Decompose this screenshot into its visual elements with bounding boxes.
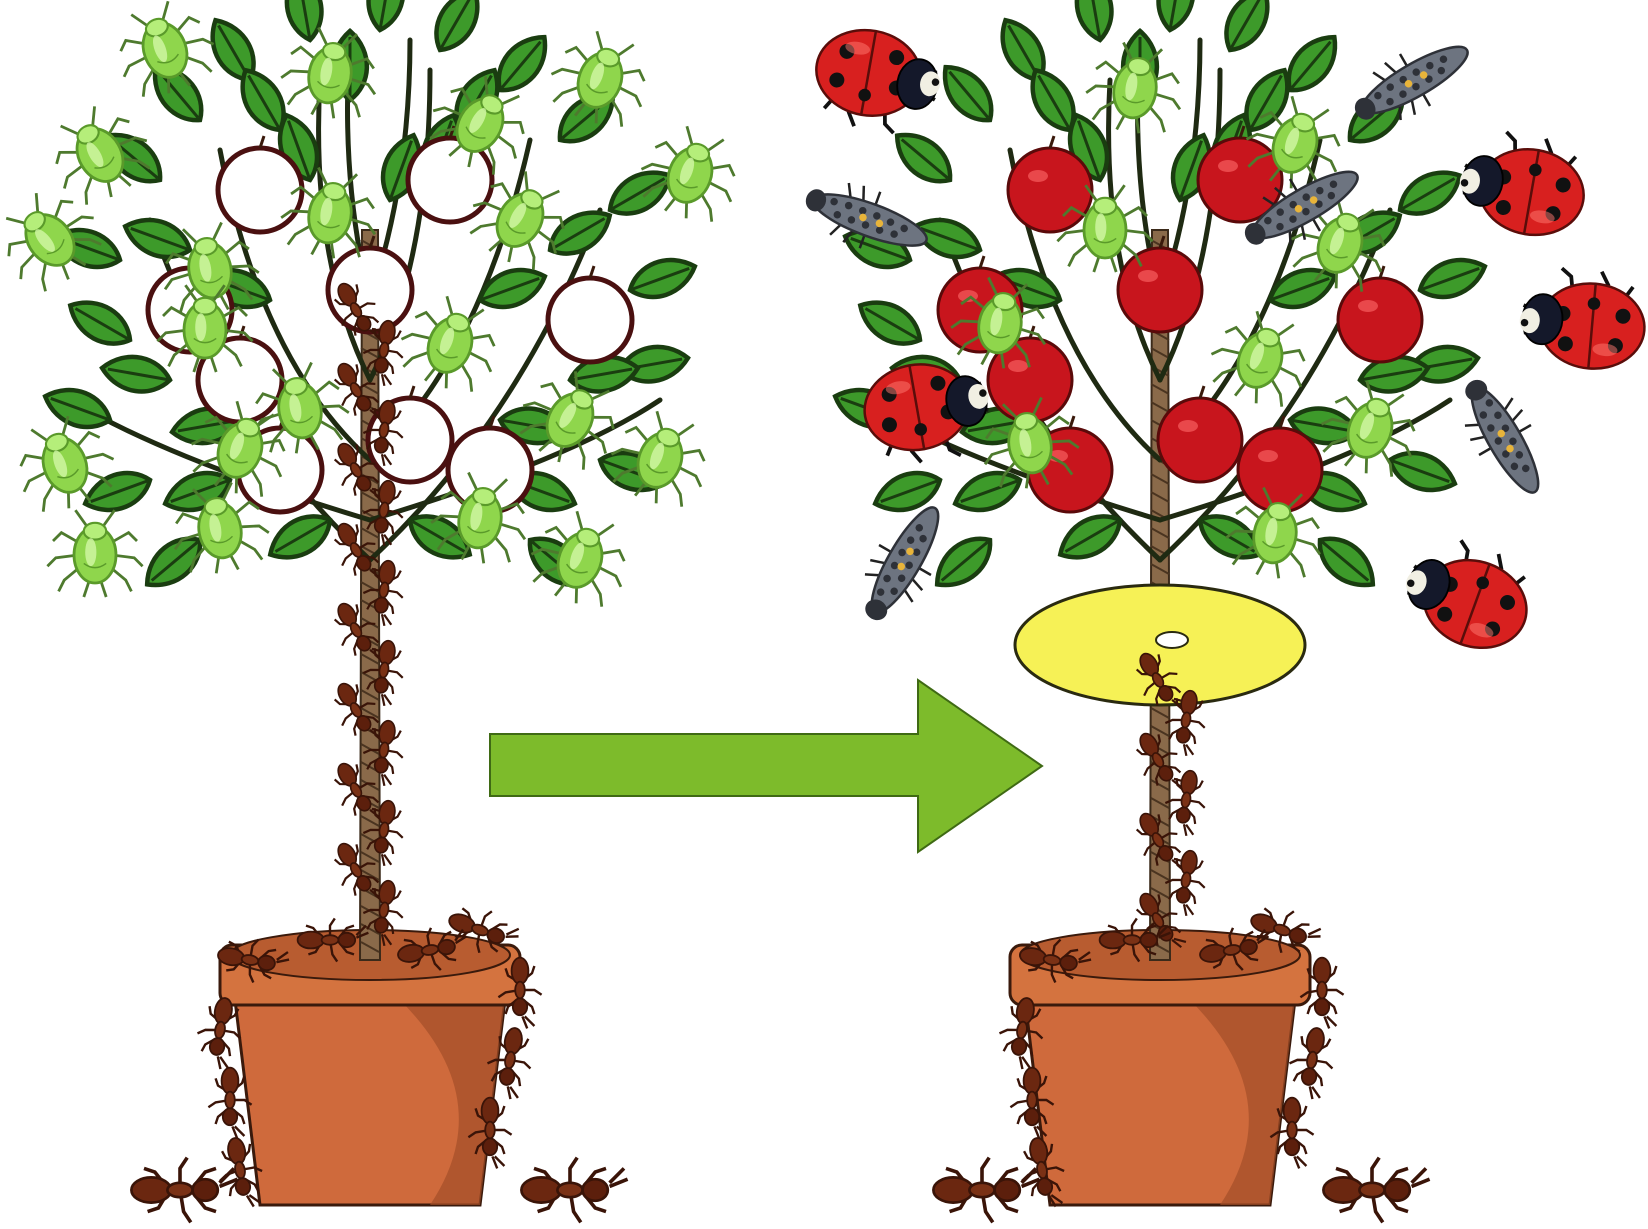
before-panel <box>0 0 750 1222</box>
ladybug <box>1453 125 1593 243</box>
leaf-11 <box>602 161 679 225</box>
leaf-17 <box>1309 527 1384 597</box>
leaf-6 <box>281 0 326 43</box>
leaf-3 <box>886 123 961 193</box>
ladybug-group <box>807 22 1648 662</box>
apple <box>1338 266 1422 362</box>
leaf-0 <box>39 381 115 436</box>
aphid <box>47 510 142 597</box>
leaf-12 <box>1414 251 1490 306</box>
leaf-12 <box>624 251 700 306</box>
ladybug <box>1392 527 1543 661</box>
ladybug-larva <box>1445 367 1561 507</box>
leaf-14 <box>1384 444 1460 499</box>
flower-pot <box>1010 930 1310 1205</box>
ant <box>933 1158 1039 1223</box>
ant <box>521 1158 627 1223</box>
ladybug <box>807 22 947 140</box>
leaf-16 <box>926 527 1001 597</box>
leaf-4 <box>933 56 1003 131</box>
ladybug <box>858 353 998 471</box>
apple <box>1158 386 1242 482</box>
leaf-1 <box>852 291 929 355</box>
ant <box>1284 1024 1339 1101</box>
leaf-7 <box>1153 0 1198 33</box>
leaf-6 <box>1071 0 1116 43</box>
apple <box>1198 126 1282 222</box>
ant <box>131 1158 237 1223</box>
leaf-32 <box>99 351 173 396</box>
leaf-15 <box>79 464 155 519</box>
flower-pot <box>220 930 520 1205</box>
leaf-7 <box>363 0 408 33</box>
leaf-8 <box>1215 0 1279 58</box>
ladybug <box>1516 265 1648 373</box>
ant <box>1323 1158 1429 1223</box>
after-panel <box>796 0 1648 1222</box>
transition-arrow <box>490 680 1042 852</box>
leaf-19 <box>474 261 550 316</box>
leaf-1 <box>62 291 139 355</box>
leaf-11 <box>1392 161 1469 225</box>
leaf-8 <box>425 0 489 58</box>
unripe-fruit <box>548 266 632 362</box>
